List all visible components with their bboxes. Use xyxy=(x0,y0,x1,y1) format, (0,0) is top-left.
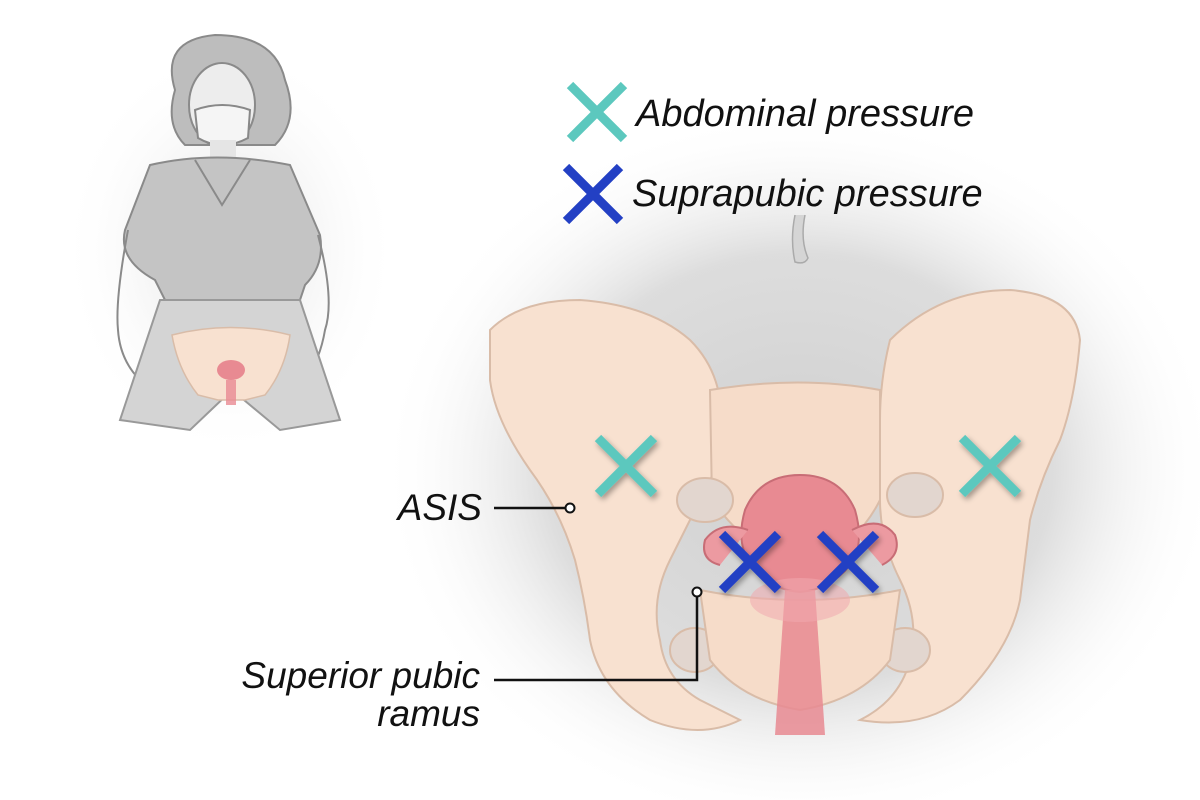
legend-abdominal-icon xyxy=(566,81,628,143)
abdominal-pressure-marker-left xyxy=(594,434,658,498)
abdominal-pressure-marker-right xyxy=(958,434,1022,498)
clinician-figure xyxy=(60,33,400,460)
asis-label: ASIS xyxy=(396,487,483,528)
legend-abdominal-label: Abdominal pressure xyxy=(634,93,974,135)
legend-suprapubic-label: Suprapubic pressure xyxy=(632,173,983,215)
superior-pubic-ramus-label-line1: Superior pubic xyxy=(241,655,480,696)
pelvis-illustration xyxy=(489,214,1082,735)
superior-pubic-ramus-label-line2: ramus xyxy=(377,693,480,734)
legend: Abdominal pressure Suprapubic pressure xyxy=(562,81,983,225)
superior-pubic-ramus-leader-line xyxy=(494,596,699,682)
left-iliac-wing xyxy=(489,298,743,731)
legend-suprapubic-icon xyxy=(562,163,624,225)
asis-point xyxy=(564,502,576,514)
superior-pubic-ramus-point xyxy=(691,586,703,598)
suprapubic-pressure-marker-right xyxy=(816,530,880,594)
suprapubic-pressure-marker-left xyxy=(718,530,782,594)
right-iliac-wing xyxy=(856,288,1082,724)
